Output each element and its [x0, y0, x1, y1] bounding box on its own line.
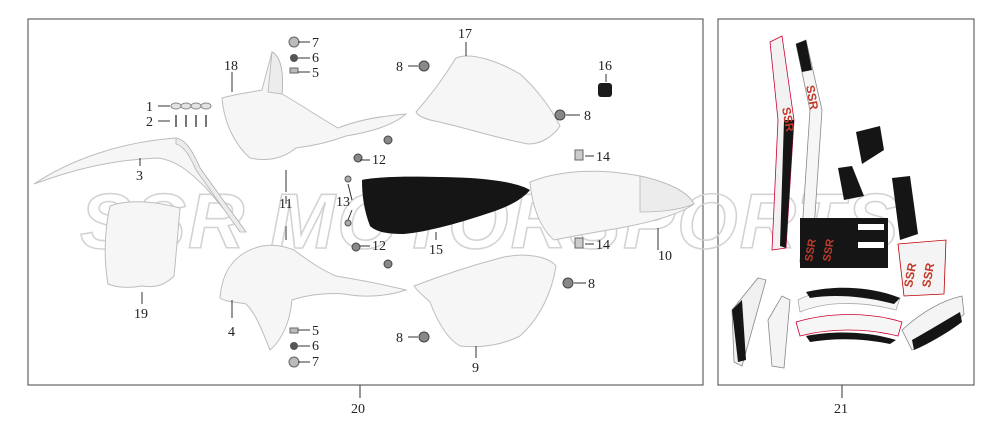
right-radiator-shroud: [219, 244, 408, 351]
nut-12-set: [351, 135, 393, 269]
nut-8-set: [418, 60, 574, 343]
decal-brand-f: SSR: [919, 261, 937, 288]
decal-tab-2: [838, 166, 864, 200]
callout-2: 2: [146, 115, 153, 130]
grommet-16: [598, 83, 612, 97]
callout-19: 19: [134, 307, 148, 322]
clip-14-set: [574, 149, 584, 249]
panel-label-20: 20: [351, 402, 365, 417]
callout-5-top: 5: [312, 66, 319, 81]
decal-shroud-right: [897, 239, 947, 297]
callout-17: 17: [458, 27, 472, 42]
callout-7-bottom: 7: [312, 355, 319, 370]
callout-5-bottom: 5: [312, 324, 319, 339]
callout-6-top: 6: [312, 51, 319, 66]
callout-1: 1: [146, 100, 153, 115]
callout-6-bottom: 6: [312, 339, 319, 354]
callout-12-bottom: 12: [372, 239, 386, 254]
callout-13: 13: [336, 195, 350, 210]
main-parts-panel: [27, 18, 704, 386]
washer-set: [170, 102, 212, 110]
seat-screws: [344, 175, 352, 227]
callout-9: 9: [472, 361, 479, 376]
callout-4: 4: [228, 325, 235, 340]
decal-brand-b: SSR: [779, 106, 797, 133]
callout-labels: 1 2 3 4 7 6 5 5 6 7 8 8 8 8 9 10 11 12 1…: [134, 27, 848, 417]
decal-tab-3: [892, 176, 918, 240]
decal-lower-left-2: [767, 295, 791, 369]
seat: [362, 176, 530, 234]
panel-label-21: 21: [834, 402, 848, 417]
callout-11: 11: [279, 197, 292, 212]
callout-8-c: 8: [588, 277, 595, 292]
decal-kit-panel: [717, 18, 975, 386]
top-fastener-stack: [288, 36, 300, 74]
bottom-fastener-stack: [288, 327, 300, 368]
callout-12-top: 12: [372, 153, 386, 168]
callout-10: 10: [658, 249, 672, 264]
lower-side-panel: [413, 254, 557, 348]
callout-16: 16: [598, 59, 612, 74]
decal-kit: SSR SSR SSR SSR SSR SSR: [731, 35, 965, 369]
callout-3: 3: [136, 169, 143, 184]
bolt-set: [175, 115, 207, 127]
front-number-plate: [104, 201, 181, 288]
decal-tab-1: [856, 126, 884, 164]
decal-brand-d: SSR: [821, 238, 837, 262]
leader-lines: [139, 41, 843, 398]
callout-14-top: 14: [596, 150, 610, 165]
callout-14-bottom: 14: [596, 238, 610, 253]
decal-brand-e: SSR: [901, 261, 919, 288]
callout-8-a: 8: [396, 60, 403, 75]
callout-15: 15: [429, 243, 443, 258]
decal-brand-a: SSR: [803, 84, 821, 111]
callout-18: 18: [224, 59, 238, 74]
decal-brand-c: SSR: [803, 238, 819, 262]
upper-side-panel: [415, 55, 561, 145]
callout-7-top: 7: [312, 36, 319, 51]
callout-8-d: 8: [396, 331, 403, 346]
callout-8-b: 8: [584, 109, 591, 124]
decal-swingarm-bottom: [795, 314, 903, 337]
